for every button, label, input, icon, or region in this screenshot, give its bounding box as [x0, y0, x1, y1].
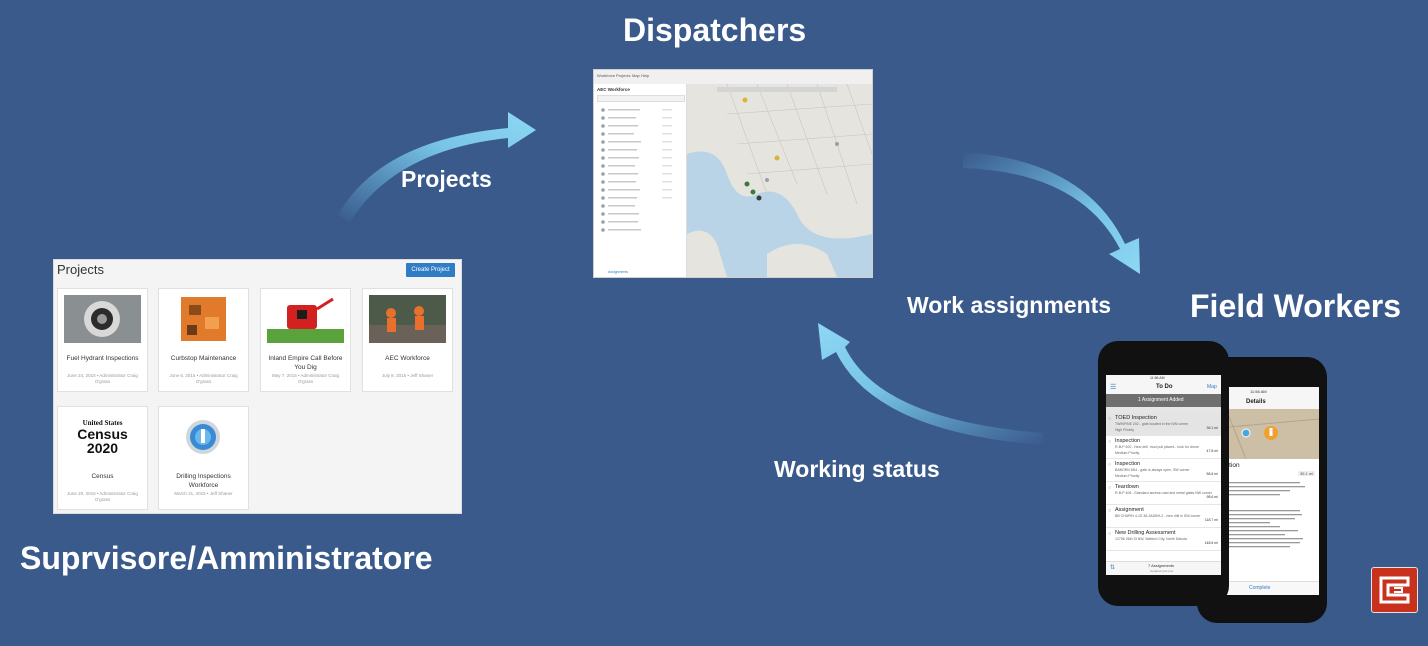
work-assignments-label: Work assignments	[907, 292, 1112, 318]
todo-item-sub: TWINFINE 202 - gate located in the NW co…	[1115, 422, 1189, 426]
todo-item[interactable]: ○ Teardown R-B-P 406 - Standard access r…	[1106, 482, 1221, 505]
todo-item[interactable]: ○ Assignment BB CHAPIN 4-1D 36-3ADBH-2 -…	[1106, 505, 1221, 528]
circle-icon: ○	[1108, 485, 1112, 491]
project-card-name: Drilling Inspections Workforce	[176, 473, 231, 489]
todo-item-sub: BABORN 8D4 - gate is always open, SW cor…	[1115, 468, 1190, 472]
todo-item-distance: 98.6 mi	[1206, 495, 1218, 499]
create-project-button[interactable]: Create Project	[406, 263, 455, 277]
details-title: Details	[1246, 399, 1266, 405]
dispatcher-topbar: Workforce Projects Map Help	[594, 70, 872, 85]
dispatcher-assignment-list	[601, 108, 672, 232]
project-card-drilling[interactable]: Drilling Inspections Workforce March 31,…	[158, 406, 249, 510]
menu-icon[interactable]: ☰	[1110, 384, 1117, 391]
dispatcher-tab[interactable]: Map	[632, 73, 640, 78]
dispatcher-title: AEC Workforce	[597, 87, 630, 92]
circle-icon: ○	[1108, 416, 1112, 422]
projects-title: Projects	[57, 262, 104, 277]
dispatcher-map[interactable]	[687, 84, 872, 277]
project-card-curbstop[interactable]: Curbstop Maintenance June 6, 2015 • Admi…	[158, 288, 249, 392]
todo-item-title: Inspection	[1115, 438, 1141, 444]
map-link[interactable]: Map	[1207, 384, 1217, 390]
todo-item-sub: R-B-P 406 - Standard access road and met…	[1115, 491, 1213, 495]
projects-arrow-label: Projects	[401, 166, 492, 192]
circle-icon: ○	[1108, 439, 1112, 445]
details-time: 11:56 AM	[1250, 389, 1267, 394]
drilling-thumbnail	[165, 413, 242, 461]
dispatcher-app-screenshot: Workforce Projects Map Help AEC Workforc…	[593, 69, 873, 278]
todo-item-title: TOED Inspection	[1115, 415, 1157, 421]
dispatchers-label: Dispatchers	[623, 12, 807, 48]
assignments-arrow	[963, 152, 1140, 274]
project-card-meta: June 6, 2015 • Administrator Craig O'gra…	[169, 373, 238, 384]
curbstop-thumbnail	[165, 295, 242, 343]
project-card-meta: May 7, 2015 • Administrator Craig O'gras…	[271, 373, 340, 384]
todo-item-priority: Medium Priority	[1115, 474, 1140, 478]
todo-item[interactable]: ○ TOED Inspection TWINFINE 202 - gate lo…	[1106, 413, 1221, 436]
dispatcher-tab[interactable]: Projects	[616, 73, 631, 78]
field-workers-label: Field Workers	[1190, 288, 1402, 324]
project-card-name: AEC Workforce	[385, 355, 430, 362]
dispatcher-sidebar: AEC Workforce Assignments	[594, 84, 687, 277]
project-card-meta: June 20, 2015 • Administrator Craig O'gr…	[67, 491, 138, 502]
census-logo: United States Census 2020	[64, 413, 141, 461]
dispatcher-tab[interactable]: Workforce	[597, 73, 616, 78]
todo-item-sub: R-B-P 400 - New drill, mud pull placed -…	[1115, 445, 1199, 449]
details-text-lines	[1210, 482, 1305, 548]
project-card-aec-workforce[interactable]: AEC Workforce July 8, 2015 • Jeff Shaner	[362, 288, 453, 392]
project-card-meta: June 24, 2015 • Administrator Craig O'gr…	[67, 373, 138, 384]
todo-item-title: New Drilling Assessment	[1115, 530, 1176, 536]
phone-todo: 11:56 AM ☰ To Do Map 1 Assignment Added …	[1098, 341, 1229, 606]
sort-icon[interactable]: ⇅	[1110, 565, 1116, 571]
todo-item[interactable]: ○ Inspection R-B-P 400 - New drill, mud …	[1106, 436, 1221, 459]
assignment-banner: 1 Assignment Added	[1138, 397, 1184, 403]
project-card-name: Census	[91, 473, 114, 480]
projects-panel: Projects Create Project Fuel Hydrant Ins…	[53, 259, 462, 514]
todo-title: To Do	[1156, 384, 1173, 390]
project-card-name: Inland Empire Call Before You Dig	[268, 355, 343, 371]
project-card-meta: March 31, 2015 • Jeff Shaner	[174, 491, 233, 496]
todo-item[interactable]: ○ New Drilling Assessment 12796 26th St …	[1106, 528, 1221, 551]
circle-icon: ○	[1108, 531, 1112, 537]
todo-item[interactable]: ○ Inspection BABORN 8D4 - gate is always…	[1106, 459, 1221, 482]
todo-item-distance: 58.6 mi	[1206, 472, 1218, 476]
todo-item-title: Teardown	[1115, 484, 1139, 490]
todo-item-sub: 12796 26th St NW, Watford City, North Da…	[1115, 537, 1187, 541]
project-card-name: Curbstop Maintenance	[170, 355, 237, 362]
circle-icon: ○	[1108, 508, 1112, 514]
project-card-census[interactable]: United States Census 2020 Census June 20…	[57, 406, 148, 510]
dispatcher-tab[interactable]: Help	[641, 73, 650, 78]
project-card-name: Fuel Hydrant Inspections	[66, 355, 139, 362]
todo-item-title: Inspection	[1115, 461, 1141, 467]
circle-icon: ○	[1108, 462, 1112, 468]
details-distance: 36.1 mi	[1298, 471, 1316, 476]
todo-item-distance: 36.1 mi	[1206, 426, 1218, 430]
todo-item-sub: BB CHAPIN 4-1D 36-3ADBH-2 - new drill in…	[1115, 514, 1201, 518]
brand-logo-icon	[1371, 567, 1418, 613]
hydrant-thumbnail	[64, 295, 141, 343]
todo-item-distance: 47.8 mi	[1206, 449, 1218, 453]
project-card-inland-empire[interactable]: Inland Empire Call Before You Dig May 7,…	[260, 288, 351, 392]
projects-arrow	[338, 112, 536, 222]
project-card-fuel-hydrant[interactable]: Fuel Hydrant Inspections June 24, 2015 •…	[57, 288, 148, 392]
status-arrow	[818, 323, 1043, 445]
todo-item-distance: 148.6 mi	[1204, 541, 1218, 545]
todo-item-priority: High Priority	[1115, 428, 1135, 432]
complete-button[interactable]: Complete	[1249, 585, 1271, 591]
workforce-thumbnail	[369, 295, 446, 343]
todo-footer: 7 Assignments	[1148, 563, 1175, 568]
todo-item-priority: Medium Priority	[1115, 451, 1140, 455]
supervisor-label: Suprvisore/Amministratore	[20, 540, 433, 576]
todo-item-title: Assignment	[1115, 507, 1144, 513]
todo-time: 11:56 AM	[1150, 376, 1165, 380]
todo-footer-sub: Updated just now	[1150, 569, 1174, 573]
todo-item-distance: 118.7 mi	[1204, 518, 1218, 522]
dispatcher-footer[interactable]: Assignments	[608, 270, 629, 274]
project-card-meta: July 8, 2015 • Jeff Shaner	[381, 373, 434, 378]
working-status-label: Working status	[774, 456, 940, 482]
todo-screen: 11:56 AM ☰ To Do Map 1 Assignment Added …	[1106, 375, 1221, 575]
dig-thumbnail	[267, 295, 344, 343]
